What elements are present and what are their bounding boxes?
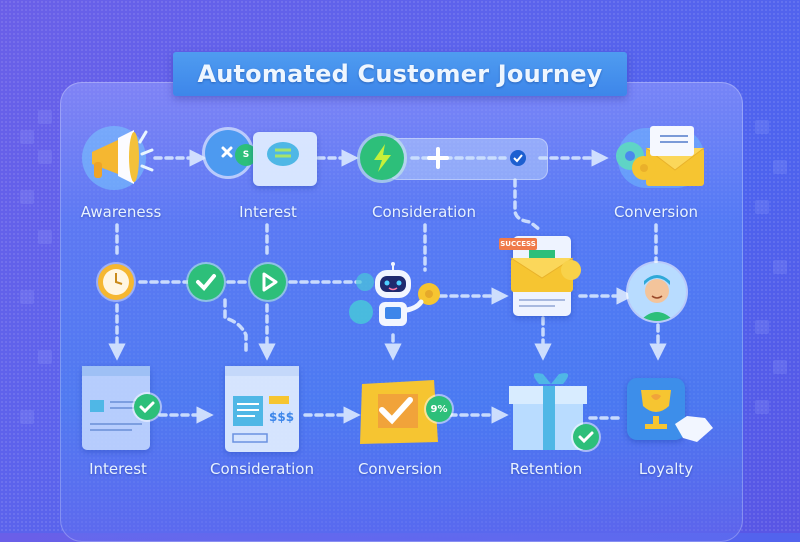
robot-icon (349, 262, 440, 326)
clock-icon (103, 269, 129, 295)
stage-label-awareness: Awareness (80, 203, 162, 221)
plus-icon (427, 147, 449, 169)
stage-label-interest: Interest (239, 203, 297, 221)
trophy-handshake-icon (641, 390, 713, 442)
checkmark-box-icon (360, 380, 438, 444)
customer-avatar (628, 263, 686, 321)
checkmark-icon (196, 274, 216, 291)
close-bubble-icon (221, 146, 233, 158)
play-icon (262, 272, 278, 292)
loyalty-node (625, 376, 715, 456)
interest-node: S (205, 128, 317, 190)
check-node (188, 264, 224, 300)
gift-icon (509, 373, 587, 450)
title-banner: Automated Customer Journey (173, 52, 627, 96)
conversion-node (608, 122, 708, 194)
robot-node (345, 262, 445, 338)
webpage-check-icon (82, 366, 150, 431)
gear-check-icon (510, 150, 526, 166)
stage-label-consideration-bottom: Consideration (210, 460, 314, 478)
awareness-node (82, 122, 154, 194)
stage-label-conversion: Conversion (613, 203, 699, 221)
price-text: $$$ (269, 410, 295, 424)
clock-node (98, 264, 134, 300)
percent-badge: 9% (426, 396, 452, 422)
page-title: Automated Customer Journey (197, 60, 603, 88)
megaphone-icon (92, 130, 154, 184)
chat-bubbles-icon (267, 142, 299, 166)
pricing-page-icon (225, 366, 299, 443)
customer-avatar-icon (640, 275, 674, 321)
stage-label-retention: Retention (509, 460, 583, 478)
success-badge: SUCCESS (499, 238, 537, 250)
check-badge (573, 424, 599, 450)
retention-node (505, 370, 600, 454)
line-consideration-email (513, 178, 542, 232)
checkmark-icon (139, 401, 155, 414)
checkmark-icon (578, 431, 594, 444)
stage-label-consideration: Consideration (372, 203, 476, 221)
stage-label-conversion-bottom: Conversion (357, 460, 443, 478)
stage-label-loyalty: Loyalty (638, 460, 694, 478)
stage-label-interest-bottom: Interest (89, 460, 147, 478)
interest-bottom-node (82, 366, 162, 452)
email-success-node: SUCCESS (495, 228, 590, 320)
consideration-bottom-node: $$$ (225, 366, 305, 454)
check-badge (134, 394, 160, 420)
consideration-node (360, 136, 550, 184)
play-node (250, 264, 286, 300)
email-success-icon (510, 250, 581, 307)
line-check-consideration (223, 298, 248, 352)
envelope-gears-icon (616, 126, 705, 186)
green-chat-badge: S (235, 144, 257, 166)
conversion-bottom-node: 9% (358, 378, 458, 450)
lightning-icon (374, 144, 391, 172)
